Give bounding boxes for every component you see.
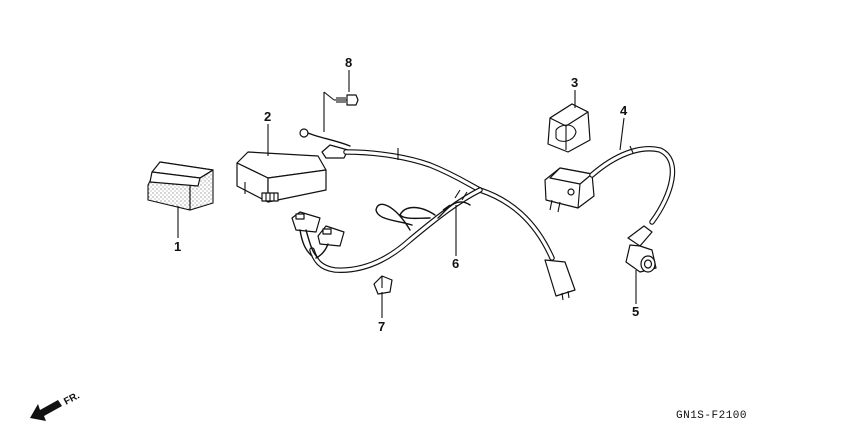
part-1-box[interactable] (147, 161, 214, 211)
part-3-clamp[interactable] (547, 103, 591, 153)
callout-7[interactable]: 7 (378, 319, 385, 334)
callout-8[interactable]: 8 (345, 55, 352, 70)
bolt-guide-line-2 (323, 91, 335, 101)
callout-4[interactable]: 4 (620, 103, 628, 118)
direction-label: FR. (62, 390, 82, 407)
figure-code: GN1S-F2100 (676, 410, 747, 422)
part-4-ignition-coil[interactable] (544, 145, 676, 225)
part-5-plug-cap[interactable] (625, 225, 657, 273)
part-2-cdi-unit[interactable] (236, 151, 327, 203)
part-7-clip[interactable] (373, 275, 393, 295)
part-6-wire-harness[interactable] (291, 128, 576, 301)
callout-1[interactable]: 1 (174, 239, 181, 254)
part-8-bolt[interactable] (334, 94, 359, 106)
front-direction-arrow: FR. (30, 390, 82, 421)
leader-line-4 (619, 117, 625, 151)
callout-6[interactable]: 6 (452, 256, 459, 271)
callout-2[interactable]: 2 (264, 109, 271, 124)
callout-3[interactable]: 3 (571, 75, 578, 90)
callout-5[interactable]: 5 (632, 304, 639, 319)
